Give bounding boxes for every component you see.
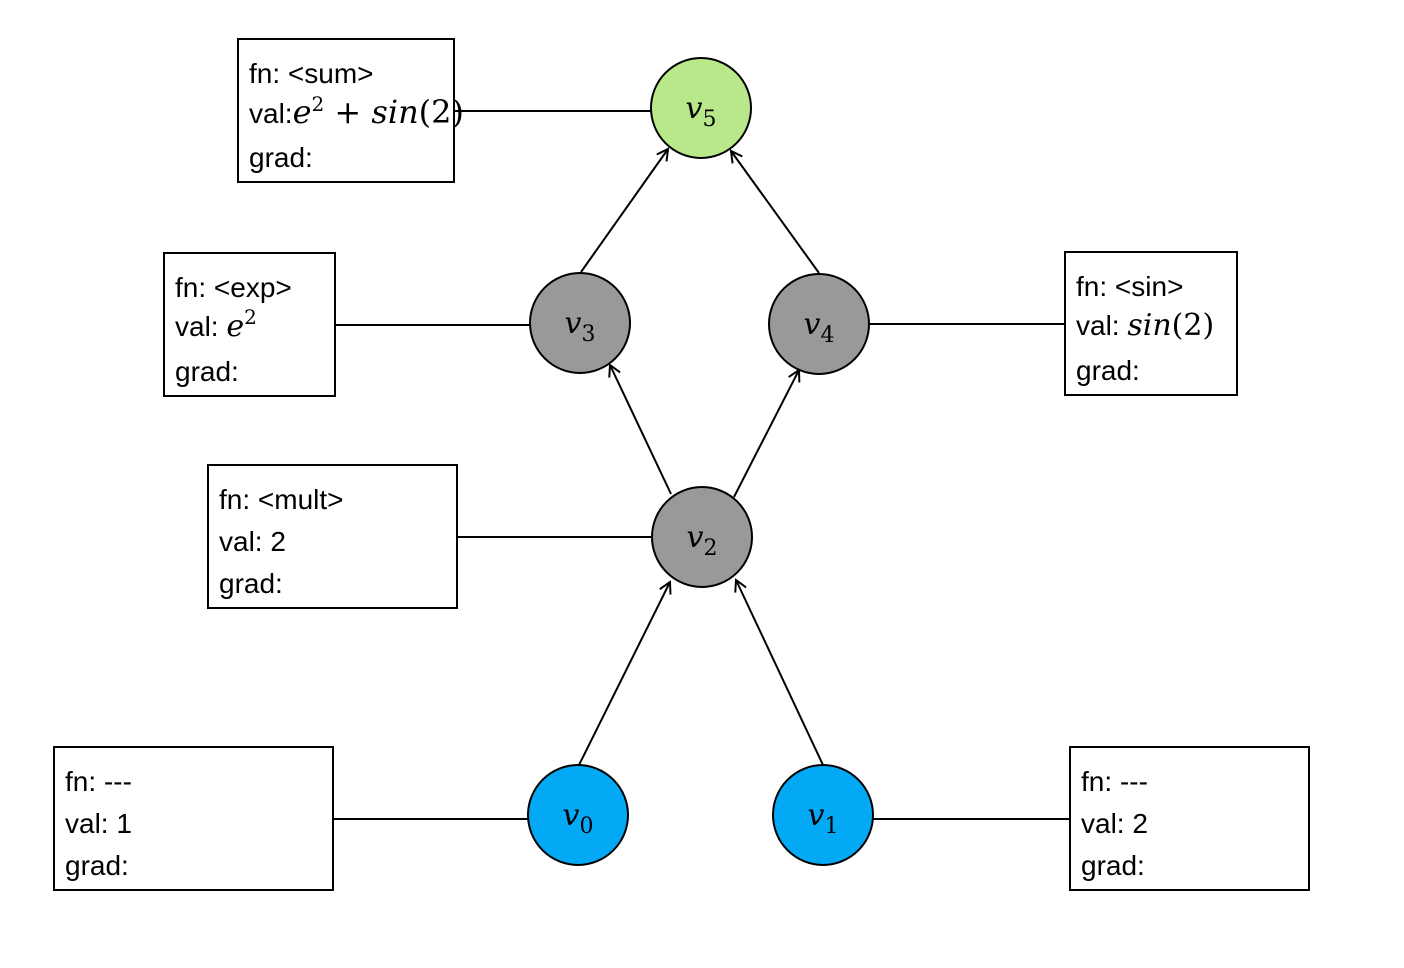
fn-value: <sin> [1114,271,1184,302]
fn-row: fn: <sum> [249,60,374,88]
edge-v2-v3 [610,365,672,495]
info-box-v1: fn: --- val: 2 grad: [1069,746,1310,891]
node-v5-circle [650,57,752,159]
node-v2-sub: 2 [703,536,717,561]
val-row: val: 2 [219,528,286,556]
node-v3-circle [529,272,631,374]
info-box-v2: fn: <mult> val: 2 grad: [207,464,458,609]
node-v4[interactable]: v4 [768,273,870,375]
node-v0-letter: v [563,798,580,833]
node-v2-circle [651,486,753,588]
node-v1[interactable]: v1 [772,764,874,866]
fn-value: <sum> [287,58,374,89]
node-v0[interactable]: v0 [527,764,629,866]
val-arg: (2) [1171,308,1215,343]
grad-row: grad: [65,852,129,880]
node-v0-circle [527,764,629,866]
grad-label: grad: [175,356,239,387]
node-v5[interactable]: v5 [650,57,752,159]
node-v2[interactable]: v2 [651,486,753,588]
grad-row: grad: [175,358,239,386]
val-op: + [334,93,362,131]
edge-v0-v2 [578,582,670,766]
node-v4-sub: 4 [820,323,834,348]
svg-text:v2: v2 [687,520,718,561]
node-v5-letter: v [686,91,703,126]
grad-row: grad: [1081,852,1145,880]
fn-label: fn: [219,484,251,515]
edge-v4-v5 [731,151,820,274]
svg-text:v0: v0 [563,798,594,839]
fn-row: fn: --- [1081,768,1148,796]
svg-text:v5: v5 [686,91,717,132]
node-v3-sub: 3 [581,322,595,347]
node-v1-letter: v [808,798,825,833]
node-v1-circle [772,764,874,866]
fn-row: fn: --- [65,768,132,796]
val-label: val: [219,526,263,557]
val-base: e [292,93,312,131]
edge-v2-v4 [733,370,799,498]
info-box-v0: fn: --- val: 1 grad: [53,746,334,891]
fn-label: fn: [175,272,207,303]
val-value: 2 [270,526,286,557]
node-v3-letter: v [565,306,582,341]
fn-row: fn: <exp> [175,274,292,302]
node-v2-letter: v [687,520,704,555]
val-label: val: [249,98,293,129]
grad-label: grad: [249,142,313,173]
val-value: 1 [116,808,132,839]
svg-text:v1: v1 [808,798,839,839]
val-value: 2 [1132,808,1148,839]
val-base: e [226,309,245,344]
grad-label: grad: [1076,355,1140,386]
edge-v1-v2 [736,580,824,766]
grad-row: grad: [249,144,313,172]
val-label: val: [65,808,109,839]
grad-row: grad: [219,570,283,598]
fn-label: fn: [65,766,97,797]
fn-label: fn: [1081,766,1113,797]
node-v1-sub: 1 [824,814,838,839]
fn-label: fn: [1076,271,1108,302]
val-row: val: e2 [175,307,257,344]
val-label: val: [1076,310,1120,341]
info-box-v3: fn: <exp> val: e2 grad: [163,252,336,397]
val-arg: (2) [418,93,464,131]
grad-label: grad: [219,568,283,599]
fn-row: fn: <sin> [1076,273,1183,301]
val-func: sin [1127,308,1172,343]
val-func: sin [371,93,419,131]
val-label: val: [175,311,219,342]
grad-label: grad: [1081,850,1145,881]
grad-row: grad: [1076,357,1140,385]
val-row: val:e2 + sin(2) [249,93,464,131]
info-box-v4: fn: <sin> val: sin(2) grad: [1064,251,1238,396]
val-exp: 2 [311,92,325,116]
node-v4-circle [768,273,870,375]
svg-text:v4: v4 [804,307,835,348]
grad-label: grad: [65,850,129,881]
val-row: val: 2 [1081,810,1148,838]
node-v5-sub: 5 [702,107,716,132]
edge-v3-v5 [580,149,668,273]
info-box-v5: fn: <sum> val:e2 + sin(2) grad: [237,38,464,183]
fn-value: <mult> [257,484,344,515]
node-v4-letter: v [804,307,821,342]
fn-value: --- [1119,766,1148,797]
node-v0-sub: 0 [579,814,593,839]
val-row: val: 1 [65,810,132,838]
val-exp: 2 [244,305,257,329]
fn-value: <exp> [213,272,292,303]
fn-row: fn: <mult> [219,486,344,514]
edges [578,149,824,766]
fn-value: --- [103,766,132,797]
val-label: val: [1081,808,1125,839]
node-v3[interactable]: v3 [529,272,631,374]
val-row: val: sin(2) [1076,311,1214,341]
svg-text:v3: v3 [565,306,596,347]
box-connectors [334,110,1070,820]
fn-label: fn: [249,58,281,89]
